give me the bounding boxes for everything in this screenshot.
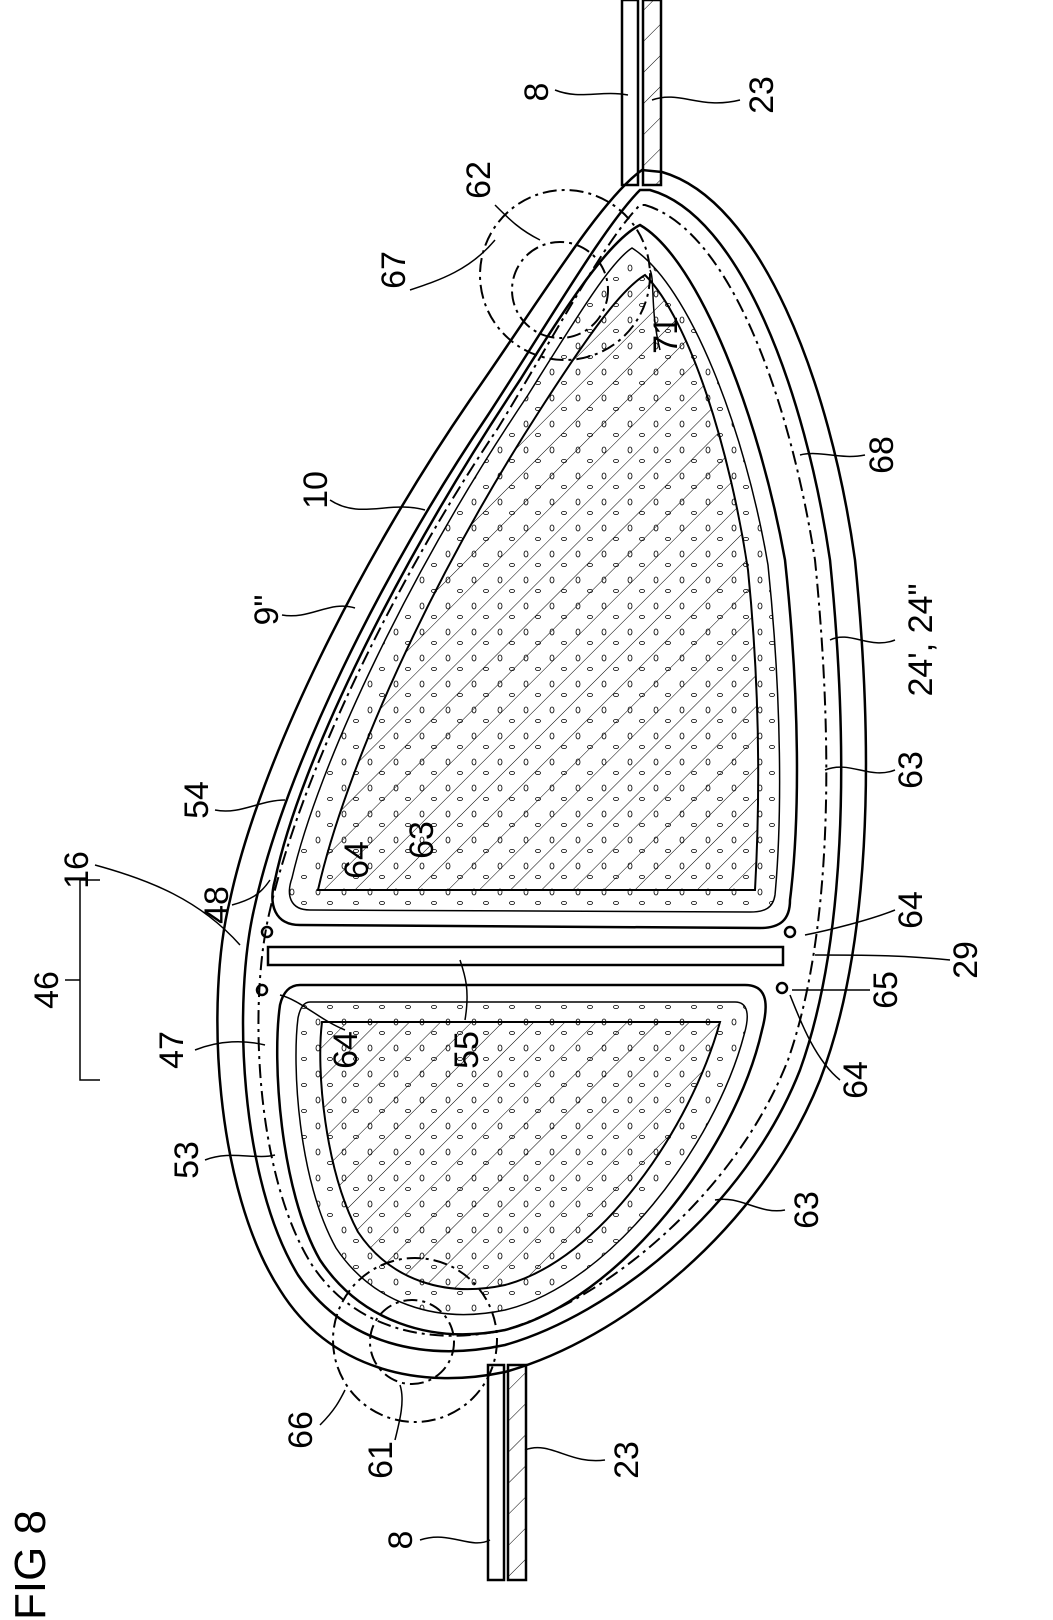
detail-circle-66 <box>332 1257 498 1423</box>
label-54: 54 <box>178 781 216 819</box>
label-67: 67 <box>375 251 413 289</box>
label-64-c: 64 <box>327 1031 365 1069</box>
leader-lines <box>94 89 951 1544</box>
lower-core <box>319 1021 722 1291</box>
label-16: 16 <box>58 851 96 889</box>
label-66: 66 <box>282 1411 320 1449</box>
fabric-layer <box>257 204 828 1337</box>
detail-circle-61 <box>369 1299 455 1385</box>
upper-chamber <box>271 223 799 930</box>
upper-core <box>316 273 760 891</box>
label-64-b: 64 <box>892 891 930 929</box>
label-8-bottom: 8 <box>382 1531 420 1550</box>
divider-strip <box>266 945 785 967</box>
label-9: 9" <box>248 595 286 626</box>
label-65: 65 <box>867 971 905 1009</box>
label-8-top: 8 <box>518 83 556 102</box>
label-10: 10 <box>297 471 335 509</box>
label-71: 71 <box>647 316 685 354</box>
label-63-right: 63 <box>892 751 930 789</box>
label-63-bottom: 63 <box>788 1191 826 1229</box>
bottom-flange <box>486 1363 528 1582</box>
label-63-mid: 63 <box>403 821 441 859</box>
bracket-46 <box>65 879 100 1081</box>
top-flange <box>620 0 663 187</box>
label-68: 68 <box>863 436 901 474</box>
outer-shell-inner <box>241 188 843 1353</box>
label-53: 53 <box>168 1141 206 1179</box>
label-24: 24', 24" <box>902 583 940 696</box>
label-48: 48 <box>198 886 236 924</box>
detail-circle-67 <box>479 189 651 361</box>
label-29: 29 <box>947 941 985 979</box>
label-23-top: 23 <box>743 76 781 114</box>
lower-chamber <box>275 983 767 1336</box>
label-64-a: 64 <box>338 841 376 879</box>
label-61: 61 <box>362 1441 400 1479</box>
label-62: 62 <box>460 161 498 199</box>
figure-title: FIG 8 <box>6 1510 55 1620</box>
label-46: 46 <box>28 971 66 1009</box>
label-47: 47 <box>153 1031 191 1069</box>
outer-shell <box>216 168 868 1380</box>
label-55: 55 <box>448 1031 486 1069</box>
label-23-bottom: 23 <box>608 1441 646 1479</box>
label-64-d: 64 <box>837 1061 875 1099</box>
detail-circle-62 <box>511 241 609 339</box>
